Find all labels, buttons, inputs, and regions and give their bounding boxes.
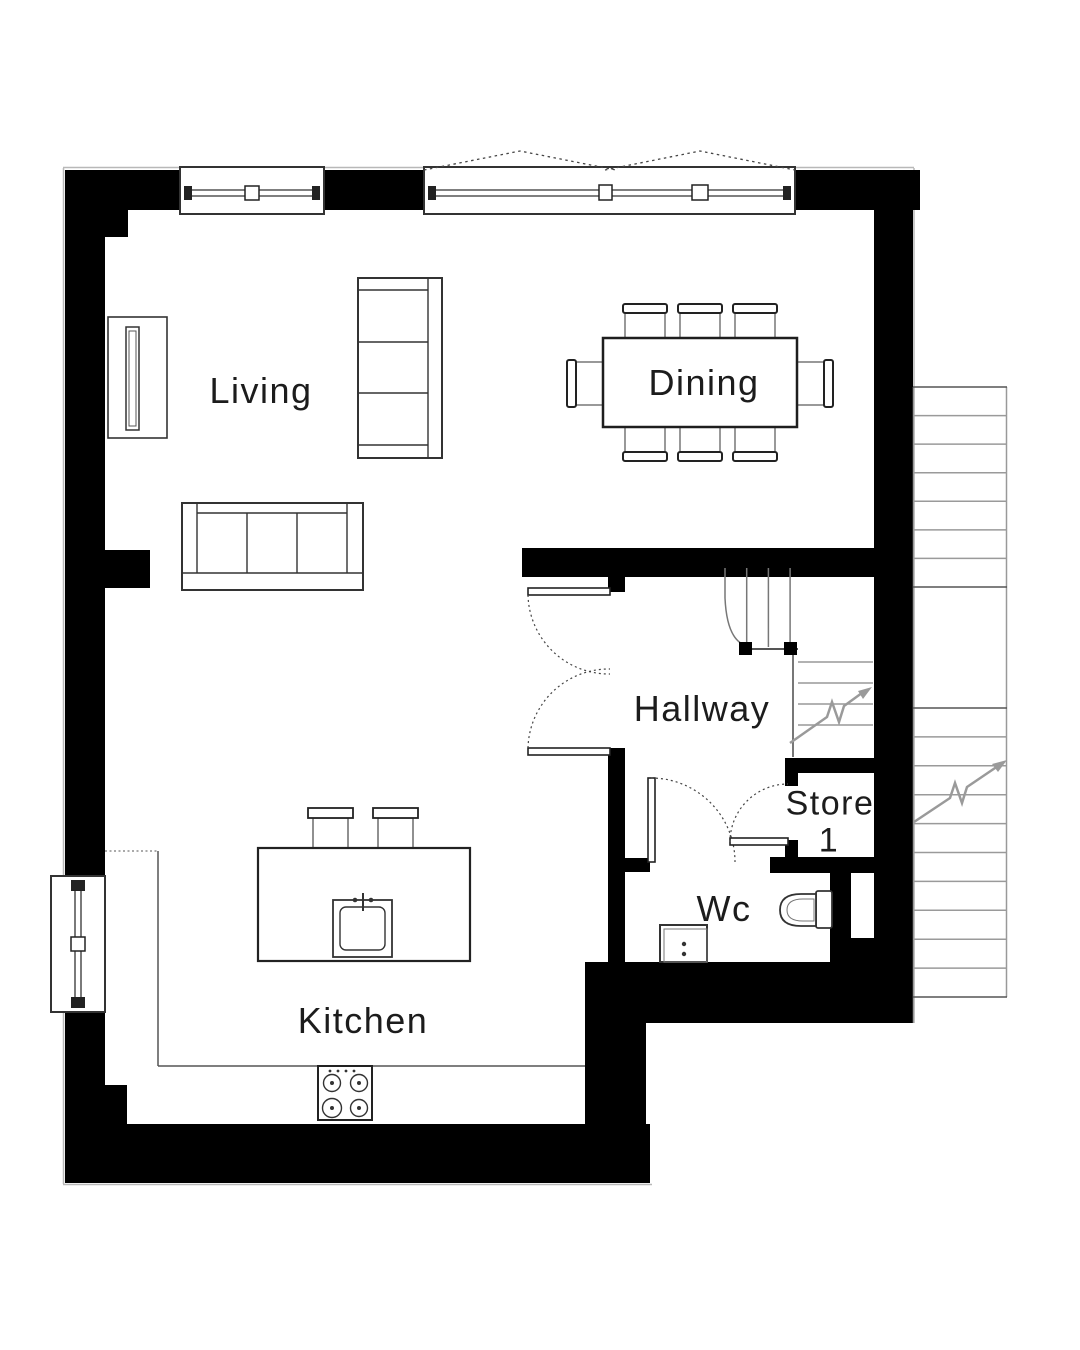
wc-basin — [659, 924, 708, 963]
door-swing-arc — [527, 668, 611, 749]
window-opening-dash-2 — [604, 150, 796, 171]
double-doors-hallway — [527, 587, 611, 756]
stairs-up-arrowhead — [992, 760, 1007, 772]
toilet — [779, 890, 833, 929]
wall-bottom-step — [105, 1085, 127, 1124]
bar-stools — [307, 807, 419, 852]
wall-top-mid — [320, 170, 424, 210]
room-label-living: Living — [209, 370, 313, 411]
wall-left-upper — [65, 208, 105, 878]
wall-top-left — [65, 170, 184, 210]
kitchen-island — [256, 846, 472, 963]
room-label-dining: Dining — [648, 362, 760, 403]
door-store — [729, 783, 789, 846]
windows — [50, 150, 796, 1013]
doors — [527, 587, 789, 863]
door-wc-lobby — [647, 777, 736, 863]
room-label-hallway: Hallway — [633, 688, 771, 729]
window-living-top — [179, 166, 325, 215]
stairs-up-arrow — [789, 688, 867, 745]
newel-post — [784, 642, 797, 655]
wall-kitchen-hallway — [608, 748, 625, 962]
wall-store-doorstop — [785, 771, 798, 786]
wall-wc-right-lower — [830, 938, 913, 963]
room-label-kitchen: Kitchen — [297, 1000, 429, 1041]
room-label-wc: Wc — [696, 888, 752, 929]
wall-store-top — [785, 758, 874, 773]
wall-wc-bottom — [585, 962, 913, 1023]
stair-winder-curve — [724, 568, 749, 647]
wall-hallway-top — [522, 548, 874, 577]
stairs-internal — [724, 568, 873, 757]
room-label-store-number: 1 — [818, 821, 840, 860]
wall-wc-right — [830, 872, 851, 938]
sofa-side — [357, 277, 443, 459]
sofa-main — [181, 502, 364, 591]
room-label-store: Store — [785, 784, 875, 823]
door-swing-arc — [527, 594, 611, 675]
wall-bottom — [65, 1124, 650, 1183]
walls — [65, 170, 920, 1183]
hob — [317, 1065, 373, 1121]
window-kitchen-left — [50, 875, 106, 1013]
dining-table — [601, 336, 799, 429]
outer-hairlines — [62, 166, 915, 1186]
stairs-up-arrow — [913, 764, 999, 824]
newel-post — [739, 642, 752, 655]
door-swing-arc — [729, 783, 789, 843]
door-hinge-block — [625, 858, 650, 872]
stairs-external — [912, 386, 1008, 1023]
door-swing-arc — [650, 777, 736, 863]
stair-landing-edges — [913, 386, 1007, 998]
window-opening-dash-1 — [423, 150, 617, 171]
wall-store-bottom — [770, 857, 874, 873]
dining-chair-backs — [566, 303, 834, 462]
stairs-up-arrowhead — [858, 687, 872, 699]
window-dining-top — [423, 150, 796, 215]
tv-unit — [107, 316, 168, 439]
furniture — [107, 277, 834, 1121]
wall-right — [874, 170, 913, 1023]
door-jamb-upper — [608, 567, 625, 592]
wall-living-stub — [105, 550, 150, 588]
